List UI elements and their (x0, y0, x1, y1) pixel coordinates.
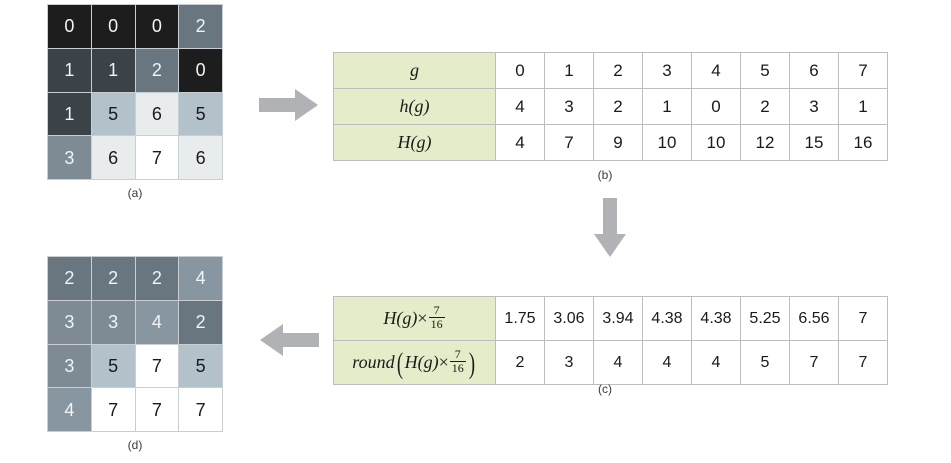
table-value-cell: 3 (544, 340, 594, 385)
pixel-cell: 4 (179, 257, 222, 300)
table-value-cell: 3.94 (593, 296, 643, 341)
pixel-cell: 6 (91, 136, 135, 179)
pixel-cell: 7 (135, 136, 179, 179)
caption-c: (c) (598, 382, 612, 396)
pixel-cell: 7 (179, 388, 222, 431)
pixel-cell: 2 (179, 5, 222, 48)
row-header-cell: g (333, 52, 496, 89)
pixel-cell: 7 (91, 388, 135, 431)
table-value-cell: 4 (495, 88, 545, 125)
pixel-cell: 5 (179, 92, 222, 136)
pixel-cell: 4 (135, 300, 179, 344)
table-value-cell: 10 (691, 124, 741, 161)
table-value-cell: 2 (593, 88, 643, 125)
table-value-cell: 4.38 (691, 296, 741, 341)
pixel-cell: 2 (48, 257, 91, 300)
table-value-cell: 4 (691, 340, 741, 385)
caption-d: (d) (127, 438, 143, 452)
caption-a: (a) (127, 186, 143, 200)
pixel-cell: 3 (91, 300, 135, 344)
table-value-cell: 5.25 (740, 296, 790, 341)
pixel-cell: 5 (91, 344, 135, 388)
table-value-cell: 3.06 (544, 296, 594, 341)
row-header-cell: h(g) (333, 88, 496, 125)
table-value-cell: 3 (789, 88, 839, 125)
table-value-cell: 4 (593, 340, 643, 385)
arrow-right-icon (259, 88, 319, 122)
table-value-cell: 2 (495, 340, 545, 385)
table-value-cell: 6 (789, 52, 839, 89)
table-value-cell: 9 (593, 124, 643, 161)
table-value-cell: 0 (691, 88, 741, 125)
table-value-cell: 5 (740, 340, 790, 385)
pixel-cell: 2 (179, 300, 222, 344)
table-value-cell: 12 (740, 124, 790, 161)
pixel-cell: 3 (48, 344, 91, 388)
pixel-cell: 3 (48, 300, 91, 344)
caption-b: (b) (597, 168, 613, 182)
table-value-cell: 7 (838, 340, 888, 385)
table-value-cell: 1.75 (495, 296, 545, 341)
table-value-cell: 4.38 (642, 296, 692, 341)
table-value-cell: 5 (740, 52, 790, 89)
table-value-cell: 4 (495, 124, 545, 161)
table-value-cell: 15 (789, 124, 839, 161)
table-value-cell: 7 (789, 340, 839, 385)
pixel-cell: 5 (179, 344, 222, 388)
pixel-cell: 1 (48, 92, 91, 136)
table-value-cell: 3 (642, 52, 692, 89)
table-value-cell: 0 (495, 52, 545, 89)
pixel-cell: 0 (91, 5, 135, 48)
table-value-cell: 7 (838, 52, 888, 89)
pixel-cell: 6 (179, 136, 222, 179)
pixel-cell: 4 (48, 388, 91, 431)
pixel-cell: 0 (179, 48, 222, 92)
pixel-cell: 3 (48, 136, 91, 179)
pixel-cell: 7 (135, 388, 179, 431)
table-value-cell: 2 (593, 52, 643, 89)
arrow-down-icon (593, 198, 627, 258)
pixel-cell: 6 (135, 92, 179, 136)
pixel-cell: 0 (48, 5, 91, 48)
table-value-cell: 4 (691, 52, 741, 89)
arrow-left-icon (259, 323, 319, 357)
pixel-cell: 5 (91, 92, 135, 136)
pixel-cell: 1 (91, 48, 135, 92)
pixel-cell: 1 (48, 48, 91, 92)
table-value-cell: 6.56 (789, 296, 839, 341)
table-value-cell: 3 (544, 88, 594, 125)
table-value-cell: 4 (642, 340, 692, 385)
table-value-cell: 1 (838, 88, 888, 125)
pixel-cell: 2 (135, 257, 179, 300)
table-value-cell: 1 (642, 88, 692, 125)
table-value-cell: 7 (544, 124, 594, 161)
pixel-cell: 2 (135, 48, 179, 92)
table-value-cell: 10 (642, 124, 692, 161)
table-value-cell: 16 (838, 124, 888, 161)
pixel-cell: 7 (135, 344, 179, 388)
pixel-cell: 2 (91, 257, 135, 300)
table-value-cell: 2 (740, 88, 790, 125)
pixel-cell: 0 (135, 5, 179, 48)
table-value-cell: 7 (838, 296, 888, 341)
row-header-cell: H(g) (333, 124, 496, 161)
table-value-cell: 1 (544, 52, 594, 89)
